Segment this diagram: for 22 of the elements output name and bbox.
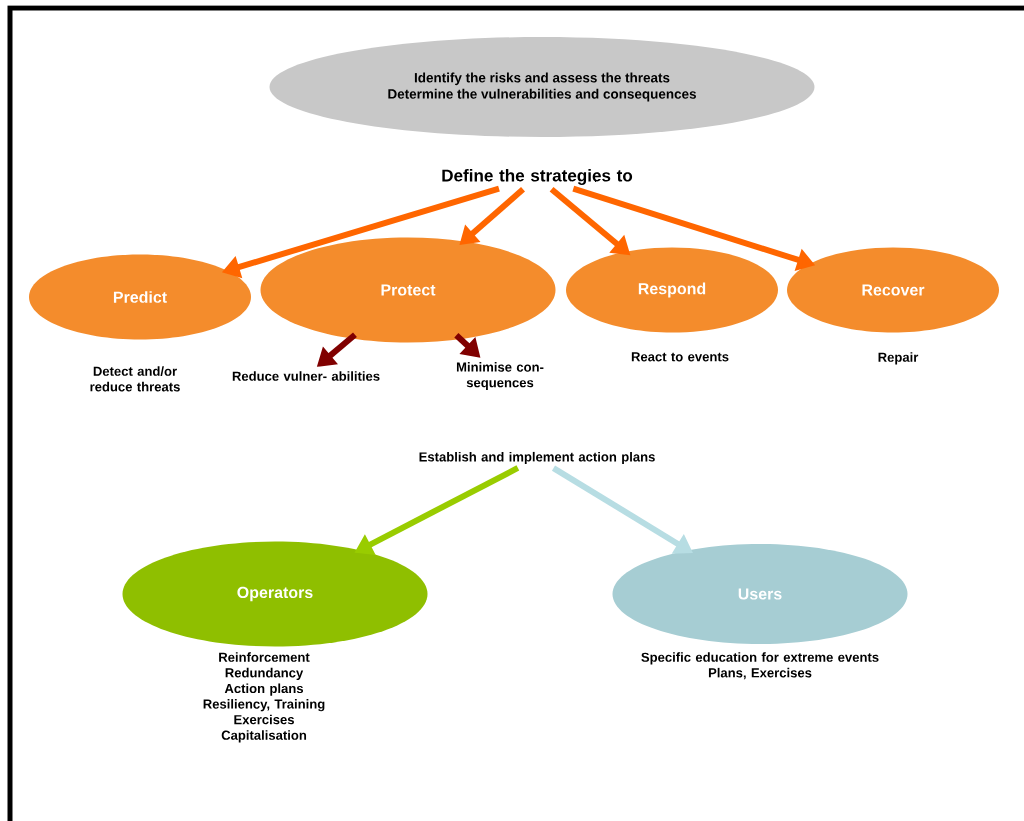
ellipse-node: Operators <box>122 541 428 647</box>
text-label: Define the strategies to <box>442 169 633 185</box>
text-label: Minimise con- sequences <box>456 362 544 390</box>
node-label: Capitalisation <box>221 730 307 743</box>
node-label: Resiliency, Training <box>203 699 325 712</box>
text-label: Repair <box>878 352 919 365</box>
text-label: Establish and implement action plans <box>419 451 655 465</box>
text-label: React to events <box>631 352 729 362</box>
node-label: Action plans <box>224 683 304 696</box>
node-label: Exercises <box>234 714 294 725</box>
ellipse-node: Identify the risks and assess the threats Determine the vulnerabilities and consequences <box>269 37 815 137</box>
ellipse-node: Respond <box>566 247 778 333</box>
text-label: Detect and/or reduce threats <box>90 366 180 392</box>
ellipse-node: Predict <box>29 254 251 340</box>
node-label: Redundancy <box>225 667 304 681</box>
text-label: Reduce vulner- abilities <box>232 371 380 381</box>
ellipse-node: Recover <box>787 247 999 333</box>
node-label: Reinforcement <box>219 652 310 662</box>
ellipse-node: Protect <box>260 237 556 343</box>
ellipse-node: Users <box>612 544 908 644</box>
node-label: Reinforcement Redundancy Action plans Resiliency, Training Exercises Capitalisation <box>203 652 325 743</box>
node-label: Specific education for extreme events Plans, Exercises <box>641 652 879 680</box>
